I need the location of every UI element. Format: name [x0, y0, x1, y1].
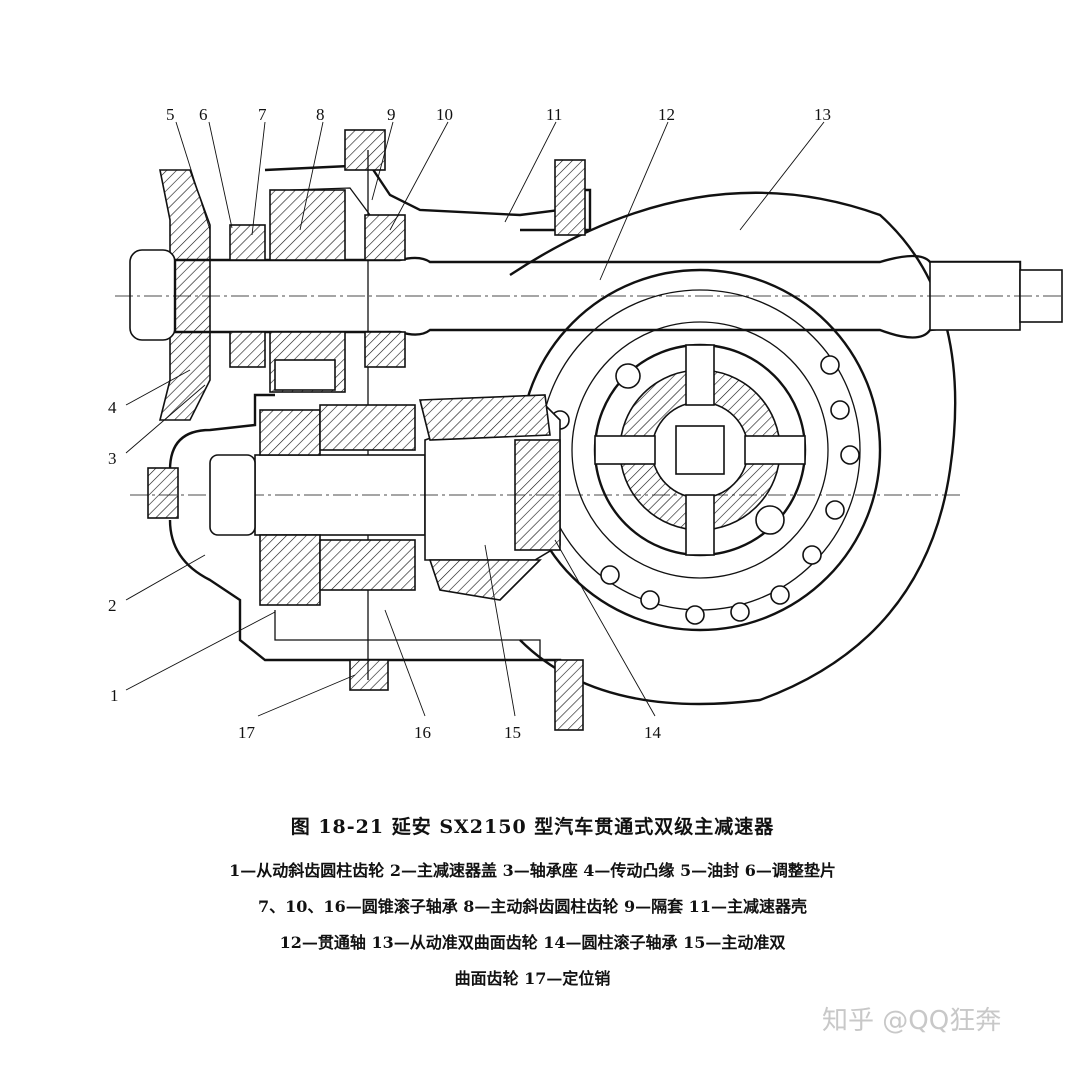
callout-6: 6 [199, 105, 208, 124]
upper-bearings [229, 214, 406, 368]
legend-line: 1—从动斜齿圆柱齿轮 2—主减速器盖 3—轴承座 4—传动凸缘 5—油封 6—调… [229, 861, 836, 880]
legend-line: 12—贯通轴 13—从动准双曲面齿轮 14—圆柱滚子轴承 15—主动准双 [279, 933, 786, 952]
callout-8: 8 [316, 105, 325, 124]
callout-3: 3 [108, 449, 117, 468]
callout-1: 1 [110, 686, 119, 705]
callout-5: 5 [166, 105, 175, 124]
callout-14: 14 [644, 723, 662, 742]
figure-caption: 图 18-21 延安 SX2150 型汽车贯通式双级主减速器 1—从动斜齿圆柱齿… [0, 812, 1065, 997]
callout-17: 17 [238, 723, 256, 742]
drive-flange [129, 169, 211, 519]
callout-2: 2 [108, 596, 117, 615]
through-shaft [115, 254, 1065, 339]
callout-10: 10 [436, 105, 453, 124]
callout-16: 16 [414, 723, 431, 742]
reducer-housing [168, 129, 592, 731]
callout-9: 9 [387, 105, 396, 124]
lower-bearings [209, 404, 416, 606]
callout-4: 4 [108, 398, 117, 417]
watermark: 知乎 @QQ狂奔 [822, 1006, 1002, 1036]
legend-line: 7、10、16—圆锥滚子轴承 8—主动斜齿圆柱齿轮 9—隔套 11—主减速器壳 [258, 897, 807, 916]
callout-13: 13 [814, 105, 831, 124]
callout-12: 12 [658, 105, 675, 124]
callout-7: 7 [258, 105, 267, 124]
driving-helical-gear [269, 189, 346, 393]
caption-title: 图 18-21 延安 SX2150 型汽车贯通式双级主减速器 [290, 816, 775, 838]
gearbox-cross-section-drawing: 5 6 7 8 9 10 11 12 13 4 3 2 1 17 16 15 1… [108, 105, 1065, 742]
callout-15: 15 [504, 723, 521, 742]
legend-line: 曲面齿轮 17—定位销 [454, 969, 611, 988]
driven-hypoid-gear [509, 191, 957, 706]
callout-11: 11 [546, 105, 562, 124]
callout-labels: 5 6 7 8 9 10 11 12 13 4 3 2 1 17 16 15 1… [108, 105, 831, 742]
